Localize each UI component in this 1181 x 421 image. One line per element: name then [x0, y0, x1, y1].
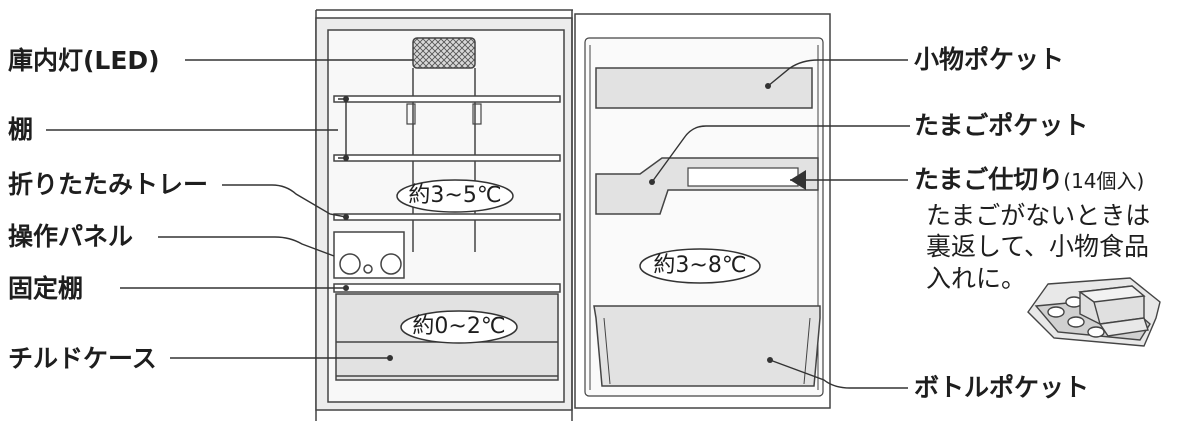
label-small-item-pocket: 小物ポケット [914, 45, 1065, 74]
temp-door: 約3~8℃ [653, 253, 747, 278]
label-control-panel: 操作パネル [8, 222, 134, 251]
temp-oval-main [396, 179, 514, 213]
control-dial-large-left [339, 253, 361, 275]
label-egg-divider-row: たまご仕切り(14個入) [914, 167, 1144, 192]
leader-shelf [46, 98, 347, 159]
label-bottle-pocket: ボトルポケット [914, 373, 1090, 402]
label-folding-tray: 折りたたみトレー [8, 170, 209, 199]
egg-tray-illustration [1027, 277, 1161, 347]
control-panel [333, 231, 405, 279]
shelf-top [333, 95, 561, 103]
temp-oval-chilled [400, 310, 518, 344]
leader-small-item-pocket [767, 59, 908, 87]
label-shelf: 棚 [8, 115, 34, 144]
control-dial-small [363, 264, 373, 274]
label-egg-divider: たまご仕切り [914, 165, 1064, 194]
label-egg-divider-count: (14個入) [1063, 169, 1145, 193]
label-egg-note: たまごがないときは 裏返して、小物食品 入れに。 [926, 201, 1151, 293]
label-chilled-case: チルドケース [8, 344, 157, 373]
fixed-shelf [333, 283, 561, 293]
leader-egg-divider-arrow [790, 170, 806, 190]
temp-chilled-case: 約0~2℃ [412, 314, 506, 339]
leader-lines [46, 59, 910, 389]
temp-main-compartment: 約3~5℃ [408, 183, 502, 208]
folding-tray [333, 213, 561, 221]
small-item-pocket [595, 67, 813, 109]
leader-control-panel [158, 236, 335, 257]
temp-oval-door [639, 248, 761, 284]
leader-egg-pocket [651, 125, 910, 183]
leader-folding-tray [222, 184, 347, 218]
label-interior-light: 庫内灯(LED) [8, 46, 160, 75]
leader-bottle-pocket [769, 359, 908, 389]
control-dial-large-right [380, 253, 402, 275]
label-fixed-shelf: 固定棚 [8, 274, 84, 303]
bottle-pocket [593, 305, 821, 387]
label-egg-pocket: たまごポケット [914, 111, 1089, 140]
egg-divider [687, 167, 799, 187]
shelf-middle [333, 154, 561, 162]
